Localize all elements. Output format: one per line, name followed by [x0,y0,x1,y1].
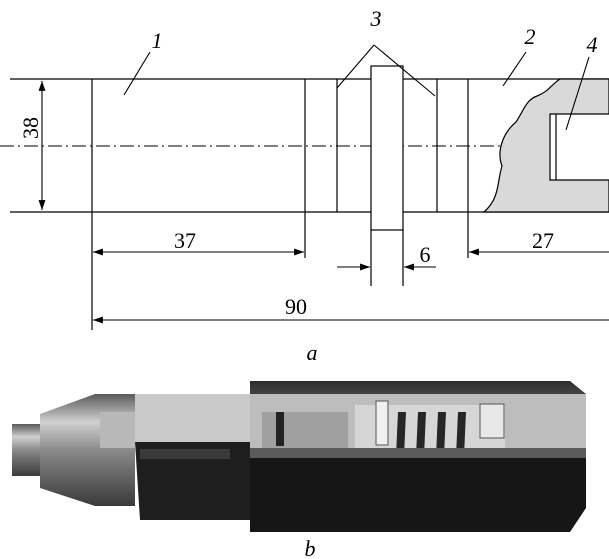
dim-flange-width-label: 6 [420,242,431,267]
spring-coils [396,412,466,456]
screw [375,400,389,446]
leader-1 [123,51,151,96]
dim-right-length-label: 27 [532,228,554,253]
inner-cavity [549,113,609,181]
inner-rod [140,449,230,459]
leaders [123,44,590,131]
body-lower-right [250,458,586,532]
caption-b: b [305,536,316,559]
dim-total-length-label: 90 [285,294,307,319]
seam [250,448,586,458]
dim-height-label: 38 [18,117,43,139]
leader-3b [373,44,436,97]
flange [370,65,404,231]
dim-left-length-label: 37 [174,228,196,253]
leader-2 [502,51,527,87]
valve-housing [262,412,348,448]
part-label-3: 3 [370,6,382,31]
part-label-2: 2 [525,24,536,49]
drawing-a [0,65,609,330]
body-upper-left [135,394,250,442]
valve-stem [276,412,284,446]
part-label-4: 4 [587,32,598,57]
nozzle-inner [100,412,135,448]
nozzle-neck [95,394,135,506]
render-b [12,381,586,532]
nozzle-tip [12,424,40,476]
body-lower-left [135,442,250,520]
nozzle-cone [40,394,95,506]
leader-3a [336,44,375,89]
caption-a: a [307,340,318,365]
leader-4 [565,56,590,131]
retainer [479,403,505,439]
part-label-1: 1 [152,28,163,53]
